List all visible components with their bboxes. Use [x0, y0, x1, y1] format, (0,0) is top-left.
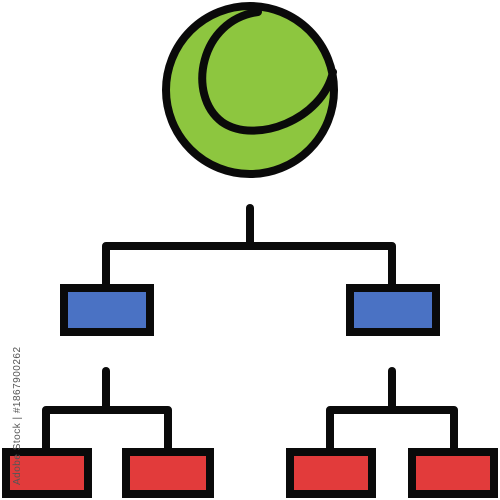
- bracket-box-quarterfinal-4: [408, 448, 498, 498]
- right-bracket-connector: [326, 367, 458, 456]
- bracket-box-semifinal-left: [60, 284, 154, 336]
- ball-body: [162, 2, 338, 178]
- stock-id-label: Adobe Stock | #1867900262: [12, 346, 23, 485]
- top-bracket-connector: [102, 204, 396, 292]
- bracket-box-quarterfinal-3: [286, 448, 376, 498]
- bracket-box-semifinal-right: [346, 284, 440, 336]
- bracket-box-quarterfinal-2: [122, 448, 214, 498]
- tennis-ball-icon: [162, 2, 338, 178]
- left-bracket-connector: [42, 367, 172, 456]
- bracket-box-quarterfinal-1: [2, 448, 92, 498]
- ball-seam: [198, 8, 337, 135]
